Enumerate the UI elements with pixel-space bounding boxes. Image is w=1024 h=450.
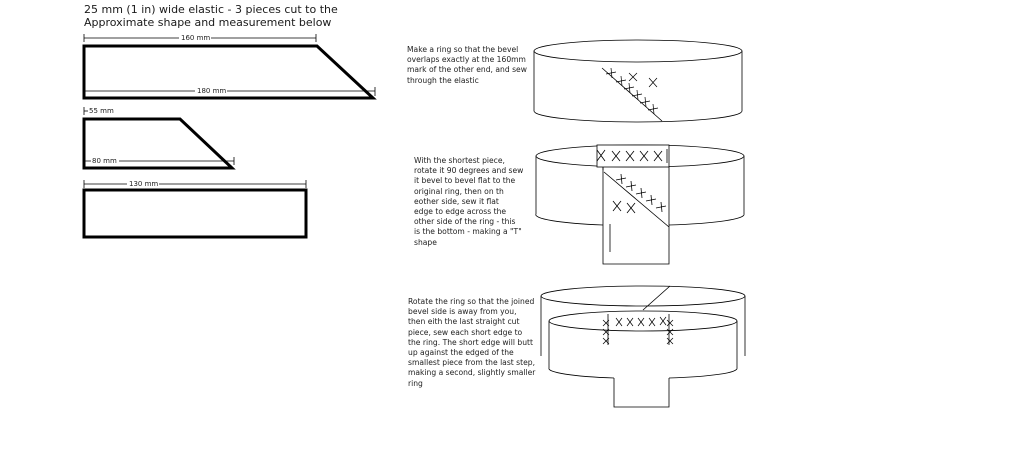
step1-text: Make a ring so that the bevel overlaps e…	[407, 45, 527, 85]
step3-rings	[540, 285, 746, 408]
straight-piece-top-label: 130 mm	[129, 180, 158, 188]
long-piece-top-label: 160 mm	[181, 34, 210, 42]
instructions-title: 25 mm (1 in) wide elastic - 3 pieces cut…	[84, 3, 338, 29]
title-line-1: 25 mm (1 in) wide elastic - 3 pieces cut…	[84, 3, 338, 16]
outer-ring-top	[540, 285, 746, 307]
title-line-2: Approximate shape and measurement below	[84, 16, 332, 29]
step2-ring	[535, 144, 745, 265]
straight-piece-outline	[82, 188, 308, 239]
short-piece-top-label: 55 mm	[89, 107, 114, 115]
long-piece-outline	[82, 44, 377, 100]
step3-text: Rotate the ring so that the joined bevel…	[408, 297, 536, 388]
step1-stitches	[605, 67, 659, 115]
step3-stitches	[602, 316, 674, 345]
inner-ring-top	[548, 310, 738, 332]
step2-stitches	[596, 149, 668, 214]
short-piece-outline	[82, 117, 236, 170]
long-piece	[82, 34, 377, 100]
t-top-band	[596, 144, 670, 168]
t-bottom-piece	[613, 378, 670, 408]
t-vertical-piece	[602, 167, 670, 265]
long-piece-bottom-label: 180 mm	[197, 87, 226, 95]
bevel-seam-2	[603, 171, 670, 228]
straight-piece	[82, 180, 308, 239]
step2-text: With the shortest piece, rotate it 90 de…	[414, 156, 524, 247]
step1-ring	[533, 39, 743, 123]
short-piece-bottom-label: 80 mm	[92, 157, 117, 165]
